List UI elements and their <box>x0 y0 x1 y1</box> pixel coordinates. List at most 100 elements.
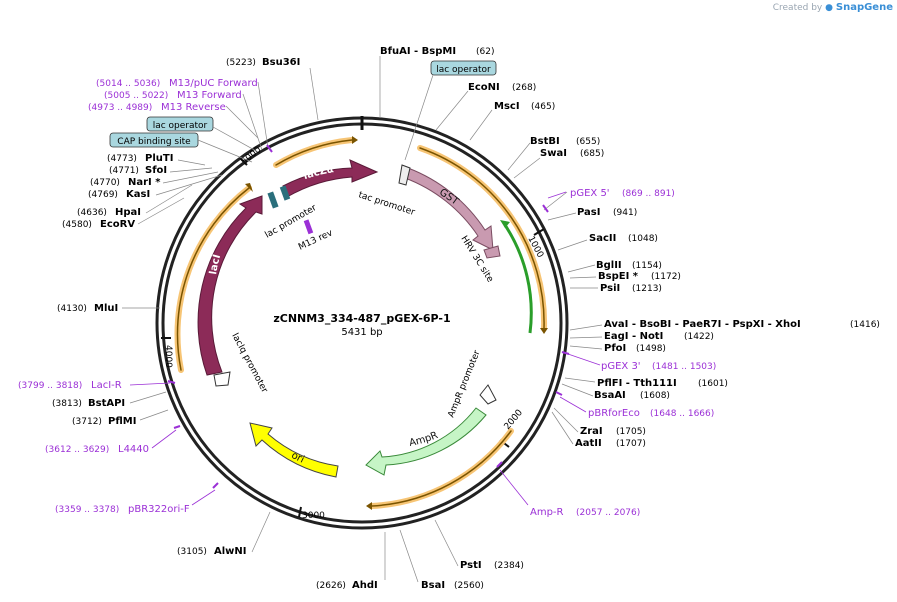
site-pos: (465) <box>531 102 555 112</box>
lac-operator-left-box[interactable] <box>146 116 214 132</box>
site-pos: (1608) <box>640 391 670 401</box>
site-pos: (1705) <box>616 427 646 437</box>
site-pos: (655) <box>576 137 600 147</box>
site-name[interactable]: PflFI - Tth111I <box>597 378 677 389</box>
primer-range: (1648 .. 1666) <box>650 409 714 419</box>
primer-range: (3359 .. 3378) <box>55 505 119 515</box>
site-pos: (1416) <box>850 320 880 330</box>
site-pos: (941) <box>613 208 637 218</box>
primer-range: (4973 .. 4989) <box>88 103 152 113</box>
ampr-promoter-arrow[interactable] <box>479 384 497 405</box>
site-name[interactable]: MscI <box>494 101 520 112</box>
gst-feature[interactable] <box>404 167 494 251</box>
primer-name[interactable]: LacI-R <box>91 380 122 391</box>
lacI-feature[interactable] <box>197 195 263 376</box>
site-pos: (1601) <box>698 379 728 389</box>
site-pos: (3105) <box>177 547 207 557</box>
site-name[interactable]: ZraI <box>580 426 603 437</box>
orange-tracks <box>174 137 548 509</box>
hrv-3c-feature[interactable] <box>483 245 501 259</box>
tick-1000 <box>533 228 545 236</box>
primer-range: (3612 .. 3629) <box>45 445 109 455</box>
ampr-feature[interactable] <box>365 407 487 476</box>
credit-brand: SnapGene <box>835 2 893 13</box>
site-pos: (2384) <box>494 561 524 571</box>
lac-promoter-label: lac promoter <box>264 203 319 241</box>
site-name[interactable]: BsaI <box>421 580 445 591</box>
lacZa-feature[interactable] <box>282 159 379 198</box>
lac-promoter-marker-2[interactable] <box>279 185 291 201</box>
snapgene-credit: Created by ● SnapGene <box>773 2 893 13</box>
primer-name[interactable]: pGEX 5' <box>570 188 610 199</box>
primer-name[interactable]: pGEX 3' <box>601 361 641 372</box>
site-pos: (4770) <box>90 178 120 188</box>
site-pos: (4771) <box>109 166 139 176</box>
primer-range: (869 .. 891) <box>622 189 675 199</box>
site-pos: (62) <box>476 47 494 57</box>
tac-promoter-arrow[interactable] <box>398 164 411 186</box>
primer-name[interactable]: Amp-R <box>530 507 564 518</box>
primer-name[interactable]: pBR322ori-F <box>128 504 190 515</box>
primer-name[interactable]: pBRforEco <box>588 408 640 419</box>
site-name[interactable]: PsiI <box>600 283 620 294</box>
orange-arrowhead-1 <box>540 328 548 334</box>
site-name[interactable]: BglII <box>596 260 622 271</box>
site-name[interactable]: AlwNI <box>214 546 247 557</box>
site-name[interactable]: AhdI <box>352 580 378 591</box>
site-name[interactable]: EcoRV <box>100 219 135 230</box>
site-name[interactable]: BstAPI <box>88 398 125 409</box>
ori-feature[interactable] <box>249 422 339 478</box>
primer-leaders <box>129 191 601 506</box>
orange-arrowhead-4 <box>245 183 253 192</box>
site-name[interactable]: SwaI <box>540 148 567 159</box>
site-name[interactable]: PfoI <box>604 343 626 354</box>
primer-name[interactable]: M13/pUC Forward <box>169 78 258 89</box>
lac-operator-top-box[interactable] <box>430 60 497 76</box>
site-name[interactable]: PluTI <box>145 153 173 164</box>
laciq-promoter-label: lacIq promoter <box>229 332 269 395</box>
site-name[interactable]: Bsu36I <box>262 57 300 68</box>
primer-range: (1481 .. 1503) <box>652 362 716 372</box>
primer-name[interactable]: M13 Forward <box>177 90 242 101</box>
site-name[interactable]: NarI * <box>128 177 161 188</box>
site-name[interactable]: AatII <box>575 438 602 449</box>
tac-promoter-label: tac promoter <box>357 190 416 218</box>
cap-binding-site-label: CAP binding site <box>117 137 191 147</box>
site-name[interactable]: AvaI - BsoBI - PaeR7I - PspXI - XhoI <box>604 319 801 330</box>
site-pos: (1707) <box>616 439 646 449</box>
site-pos: (685) <box>580 149 604 159</box>
primer-name[interactable]: L4440 <box>118 444 149 455</box>
laciq-promoter-arrow[interactable] <box>213 371 231 387</box>
site-name[interactable]: PflMI <box>108 416 136 427</box>
site-pos: (4773) <box>107 154 137 164</box>
site-name[interactable]: PasI <box>577 207 600 218</box>
site-pos: (1154) <box>632 261 662 271</box>
site-name[interactable]: BspEI * <box>598 271 639 282</box>
site-pos: (1172) <box>651 272 681 282</box>
primer-range: (2057 .. 2076) <box>576 508 640 518</box>
tick-3000 <box>298 506 302 518</box>
lac-promoter-marker-1[interactable] <box>267 191 279 209</box>
site-name[interactable]: HpaI <box>115 207 141 218</box>
tick-label-4000: 4000 <box>163 345 173 368</box>
site-name[interactable]: PstI <box>460 560 482 571</box>
site-name[interactable]: BstBI <box>530 136 560 147</box>
lac-operator-top-label: lac operator <box>436 65 491 75</box>
site-name[interactable]: BfuAI - BspMI <box>380 46 456 57</box>
site-name[interactable]: KasI <box>126 189 150 200</box>
ori-label: ori <box>289 450 305 466</box>
site-name[interactable]: BsaAI <box>594 390 626 401</box>
site-name[interactable]: EcoNI <box>468 82 500 93</box>
site-pos: (4580) <box>62 220 92 230</box>
m13-rev-primer-marker[interactable] <box>303 219 314 235</box>
primer-name[interactable]: M13 Reverse <box>161 102 226 113</box>
site-name[interactable]: EagI - NotI <box>604 331 663 342</box>
site-name[interactable]: SacII <box>589 233 616 244</box>
site-pos: (1048) <box>628 234 658 244</box>
m13-rev-label: M13 rev <box>297 228 335 253</box>
tick-5000 <box>239 157 248 166</box>
site-name[interactable]: MluI <box>94 303 118 314</box>
site-pos: (2560) <box>454 581 484 591</box>
site-name[interactable]: SfoI <box>145 165 167 176</box>
